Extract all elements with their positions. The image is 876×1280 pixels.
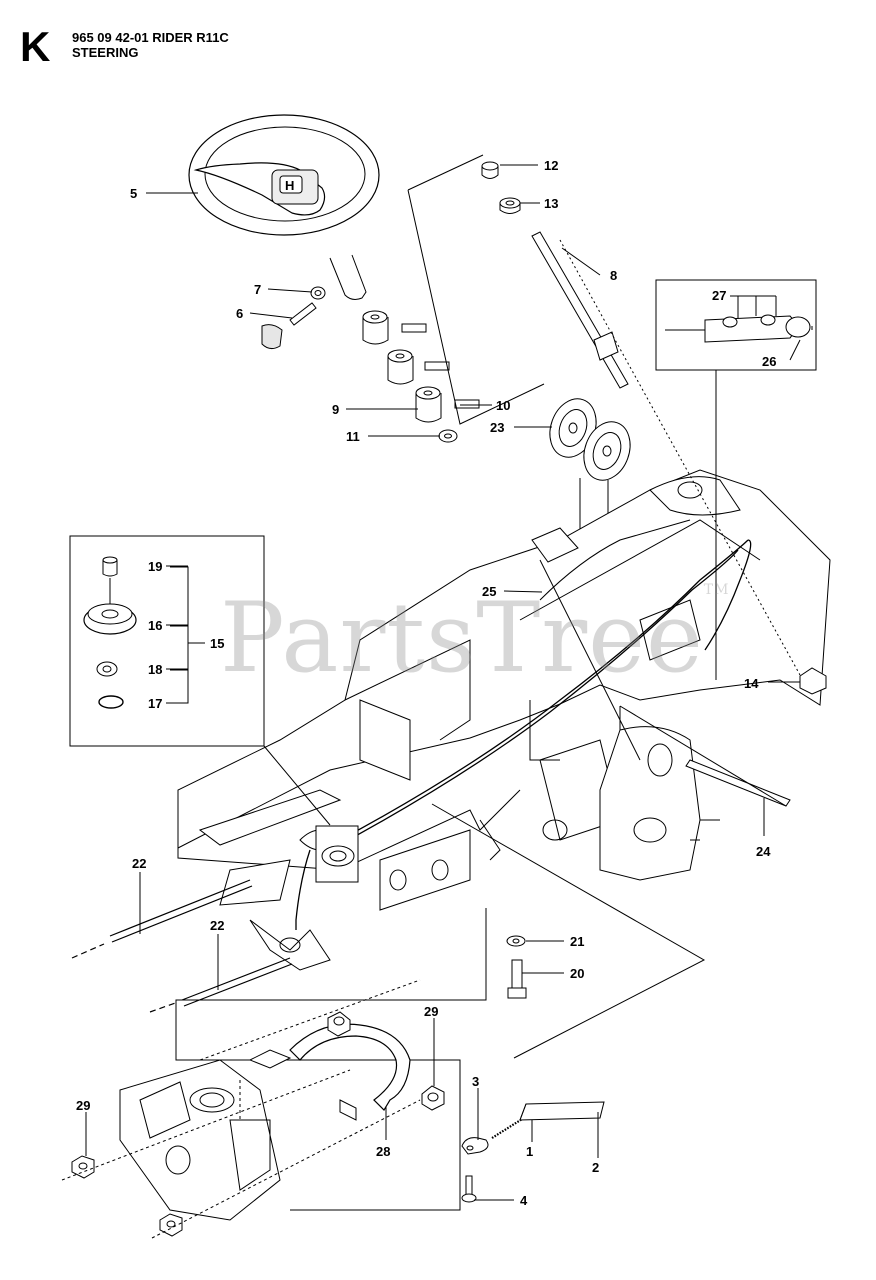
pulleys-part-23 [549, 398, 631, 481]
callout-16: 16 [148, 618, 162, 633]
clamp-group-leader [431, 803, 706, 1059]
screw-part-4 [461, 1175, 477, 1203]
callout-7: 7 [254, 282, 261, 297]
watermark-tm: TM [703, 582, 730, 598]
callout-leaders [85, 164, 801, 1201]
rod-part-24 [619, 705, 791, 807]
callout-17: 17 [148, 696, 162, 711]
callout-4: 4 [520, 1193, 528, 1208]
plate-part-2 [519, 1101, 605, 1121]
section-letter: K [20, 23, 51, 70]
callout-13: 13 [544, 196, 558, 211]
callout-29a: 29 [424, 1004, 438, 1019]
assembly-subtitle: STEERING [72, 45, 139, 60]
tie-rods-part-22 [71, 879, 293, 1013]
callout-5: 5 [130, 186, 137, 201]
callout-20: 20 [570, 966, 584, 981]
washer-part-11 [438, 429, 458, 443]
nut-part-7 [310, 286, 326, 300]
bushing-part-12 [481, 161, 499, 179]
rider-frame [177, 469, 831, 971]
watermark-text: PartsTree [220, 582, 704, 694]
callout-26: 26 [762, 354, 776, 369]
callout-29b: 29 [76, 1098, 90, 1113]
title-block: 965 09 42-01 RIDER R11C STEERING [72, 30, 229, 60]
callout-10: 10 [496, 398, 510, 413]
bushing-part-13 [499, 197, 521, 214]
clamp-part-28 [248, 1023, 411, 1121]
pulley-mount-box [315, 825, 359, 883]
gearbox-housing [119, 1059, 281, 1221]
callout-21: 21 [570, 934, 584, 949]
pulley-assembly-detail-box [69, 535, 331, 826]
callout-numbers: 5 7 6 9 10 11 12 13 8 23 25 19 16 15 18 … [76, 158, 776, 1208]
bolt-washer-parts-20-21 [175, 908, 527, 1211]
callout-6: 6 [236, 306, 243, 321]
group-bracket-line [407, 154, 545, 425]
callout-25: 25 [482, 584, 496, 599]
cable-clamp-detail-box [655, 279, 817, 680]
callout-1: 1 [526, 1144, 533, 1159]
callout-3: 3 [472, 1074, 479, 1089]
svg-text:H: H [285, 178, 294, 193]
bolt-part-14 [799, 667, 827, 695]
callout-11: 11 [346, 429, 360, 444]
callout-18: 18 [148, 662, 162, 677]
callout-2: 2 [592, 1160, 599, 1175]
steering-shaft-part-8 [531, 231, 629, 389]
callout-19: 19 [148, 559, 162, 574]
nuts-part-29 [71, 1011, 445, 1237]
callout-28: 28 [376, 1144, 390, 1159]
callout-15: 15 [210, 636, 224, 651]
callout-14: 14 [744, 676, 759, 691]
callout-8: 8 [610, 268, 617, 283]
partstree-watermark: PartsTreeTM [220, 582, 729, 694]
callout-12: 12 [544, 158, 558, 173]
callout-27: 27 [712, 288, 726, 303]
callout-24: 24 [756, 844, 771, 859]
screw-part-6 [261, 302, 317, 350]
column-bushings-part-9 [362, 310, 442, 423]
callout-22b: 22 [210, 918, 224, 933]
link-part-3 [461, 1137, 489, 1155]
lower-leader-lines [61, 979, 421, 1239]
set-screws-part-10 [401, 323, 480, 409]
callout-22a: 22 [132, 856, 146, 871]
callout-23: 23 [490, 420, 504, 435]
part-number-title: 965 09 42-01 RIDER R11C [72, 30, 229, 45]
steering-wheel-part-5: H [188, 114, 380, 300]
callout-9: 9 [332, 402, 339, 417]
